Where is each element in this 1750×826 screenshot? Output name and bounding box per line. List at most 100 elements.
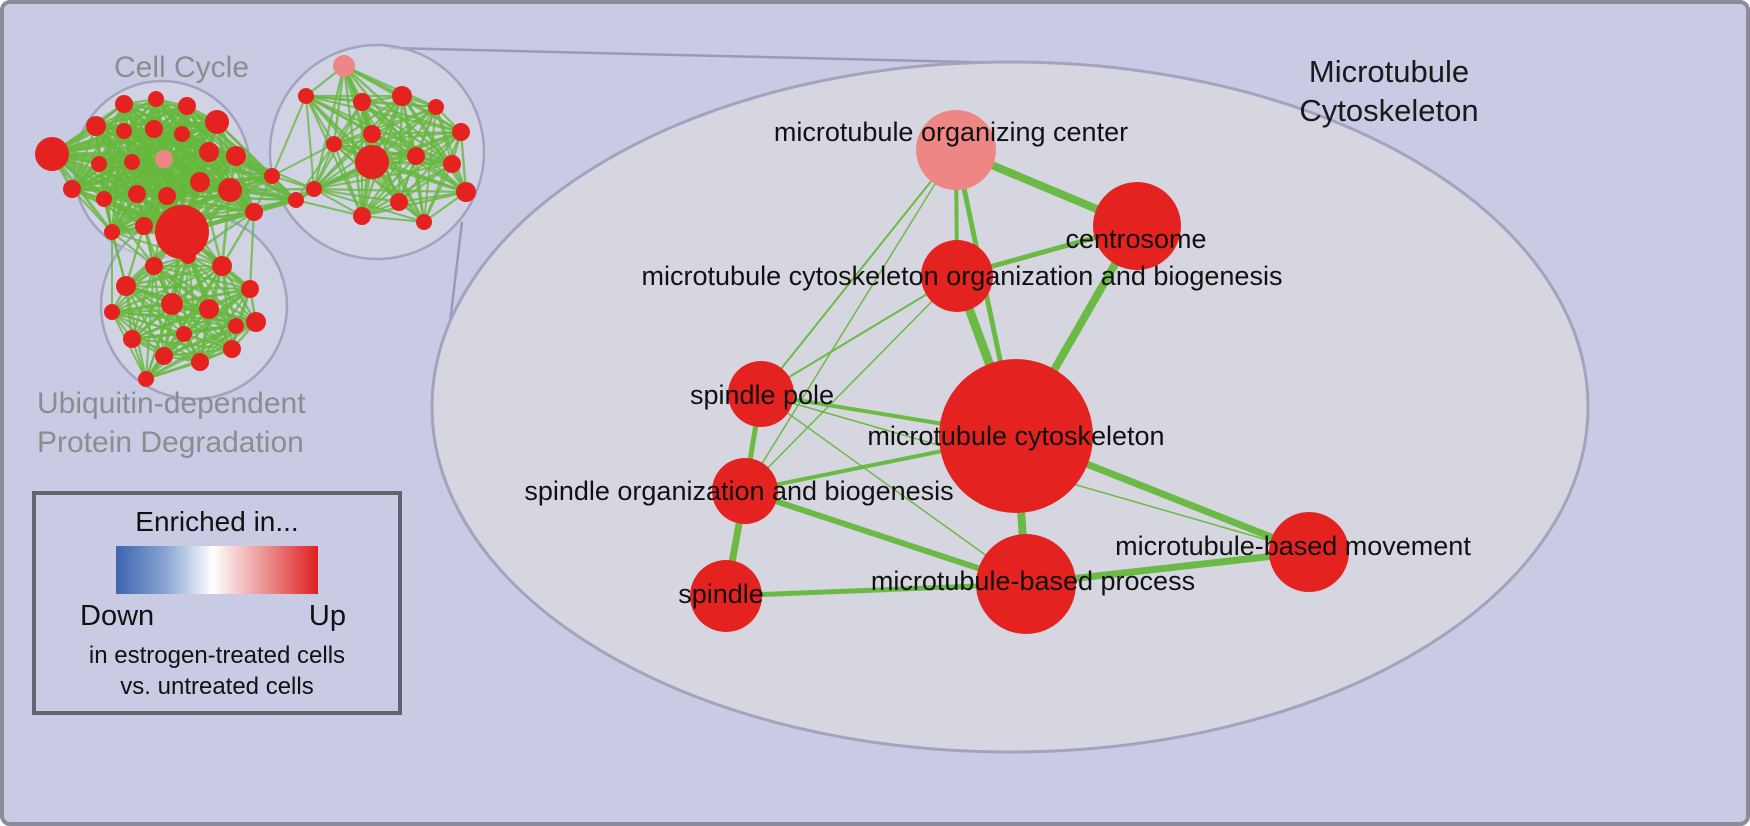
overview-edge [131,161,273,177]
node-label-centrosome: centrosome [1065,224,1206,254]
overview-edge [187,255,257,323]
overview-edge [313,188,363,217]
overview-node [452,123,470,141]
overview-node [123,330,141,348]
edge-moc-spindle_pole [760,149,957,395]
overview-edge [313,187,400,204]
overview-node [138,371,154,387]
overview-node [104,304,120,320]
overview-edge [229,187,315,192]
overview-node [241,280,259,298]
overview-edge [111,264,223,314]
overview-node [104,224,120,240]
overview-node [390,193,408,211]
overview-edge [102,103,126,200]
overview-node [96,191,112,207]
overview-node [246,312,266,332]
overview-node [218,178,242,202]
legend-title: Enriched in... [135,506,299,537]
overview-node [63,180,81,198]
overview-node [205,110,229,134]
node-label-mbm: microtubule-based movement [1115,531,1471,561]
overview-edge [70,125,98,190]
overview-edge [305,95,315,190]
overview-edge [131,307,210,341]
overview-edge [333,130,462,146]
overview-node [306,181,322,197]
node-mbm [1269,512,1349,592]
overview-node [145,120,163,138]
overview-edge [71,188,113,233]
overview-edge [144,303,174,380]
overview-node [178,97,196,115]
overview-edge [305,95,363,217]
microtubule-cluster-title-line1: Microtubule [1308,54,1470,89]
overview-node [158,187,176,205]
overview-edge [220,211,256,267]
node-label-spindle: spindle [678,579,764,609]
overview-node [212,256,232,276]
overview-node [174,126,190,142]
node-label-mco: microtubule cytoskeleton organization an… [642,261,1283,291]
overview-node [124,154,140,170]
overview-edge [371,130,462,136]
overview-node [353,93,371,111]
overview-node [190,172,210,192]
cell-cycle-cluster-label: Cell Cycle [114,51,250,84]
overview-edge [183,325,237,335]
node-label-moc: microtubule organizing center [774,117,1128,147]
overview-node [176,326,192,342]
overview-node [155,150,173,168]
legend-caption-line2: vs. untreated cells [120,673,314,700]
overview-edge [333,143,363,217]
overview-edge [333,106,437,145]
overview-node [407,147,425,165]
overview-node [353,207,371,225]
overview-node [116,123,132,139]
overview-node [333,55,355,77]
overview-node [86,116,106,136]
legend-box: Enriched in... Down Up in estrogen-treat… [32,491,402,715]
overview-edge [361,190,467,218]
overview-node [115,95,133,113]
overview-node [128,185,146,203]
node-spindle_pole [728,361,794,427]
overview-edge [130,265,156,340]
node-mbp [976,534,1076,634]
legend-up-label: Up [308,600,346,632]
ubiquitin-cluster-label-line2: Protein Degradation [37,426,304,459]
overview-edge [333,95,403,145]
overview-edge [400,95,468,193]
overview-edge [414,155,426,223]
overview-edge [313,133,373,190]
overview-node [416,214,432,230]
overview-edge [125,285,201,363]
node-label-spindle_pole: spindle pole [690,380,834,410]
node-mc [939,359,1093,513]
overview-node [456,182,476,202]
overview-edge [313,187,467,194]
overview-node [155,347,173,365]
node-label-mbp: microtubule-based process [871,566,1195,596]
overview-node [288,192,304,208]
overview-node [161,293,183,315]
legend-gradient-bar [116,546,318,594]
overview-edge [312,65,346,190]
overview-edge [248,211,256,290]
overview-edge [271,95,307,177]
ubiquitin-cluster-label: Ubiquitin-dependent Protein Degradation [37,384,306,462]
node-spindle [690,560,762,632]
edge-mco-spindle_pole [760,275,958,395]
overview-edge [253,188,315,213]
overview-edge [313,143,335,190]
overview-edge [111,311,185,335]
overview-node [223,340,241,358]
overview-edge [131,255,189,340]
overview-node [355,145,389,179]
overview-edge [123,105,188,132]
overview-edge [459,131,468,193]
overview-edge [71,103,125,190]
legend-down-label: Down [80,600,155,632]
overview-edge [145,325,237,380]
